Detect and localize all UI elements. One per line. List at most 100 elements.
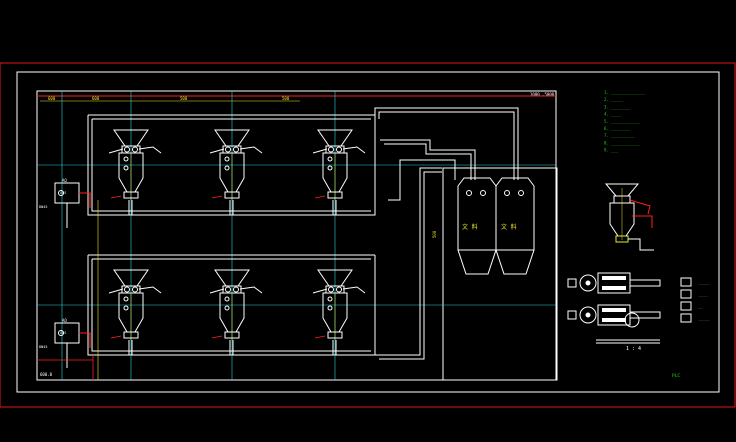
title-block-title: PLC <box>672 373 680 379</box>
piping-drawing <box>37 91 661 380</box>
ratio-label: 1 : 4 <box>626 346 641 352</box>
feeder-unit-r1c3-gauge-2 <box>327 165 333 171</box>
mech-wheel-1 <box>579 274 597 292</box>
silo-port-a-1 <box>466 190 472 196</box>
mech-hub-1 <box>585 280 591 286</box>
feeder-unit-r1c2-red-link <box>211 195 223 199</box>
ref-tag-label: 1000 ,5000 <box>530 92 555 97</box>
corner-label: 600.0 <box>40 372 53 377</box>
feeder-unit-r2c3-valve-b <box>336 286 342 293</box>
controller-red-lead-1 <box>79 192 91 208</box>
feeder-unit-r1c2-gauge-2 <box>224 165 230 171</box>
feeder-unit-r2c3-outlet <box>327 331 343 339</box>
pipe-loop-top-outer <box>87 115 376 216</box>
legend-block: ________________ <box>680 277 711 323</box>
mech-flange-2 <box>567 310 577 320</box>
feeder-unit-r1c3-valve-a <box>328 146 334 153</box>
legend-label-2: ____ <box>698 292 708 297</box>
legend-label-1: _____ <box>698 280 711 285</box>
legend-swatch-3 <box>680 301 692 311</box>
feeder-unit-r2c3-gauge-1 <box>327 296 333 302</box>
feeder-unit-r2c2-branch <box>239 286 263 294</box>
side-tag-top: DN45 <box>39 205 47 209</box>
feeder-unit-r2c2-valve-b <box>233 286 239 293</box>
mech-detail-disc <box>624 312 640 328</box>
feeder-unit-r1c1-outlet <box>123 191 139 199</box>
main-plan-frame <box>36 90 557 381</box>
feeder-unit-r1c1-valve-b <box>132 146 138 153</box>
feeder-unit-r2c2-valve-a <box>225 286 231 293</box>
mech-hub-2 <box>585 312 591 318</box>
main-line-4 <box>384 143 472 180</box>
main-line-2 <box>378 111 515 180</box>
legend-label-4: _____ <box>698 316 711 321</box>
mech-flange-1 <box>567 278 577 288</box>
dim-label-3: 500 <box>180 96 188 101</box>
feeder-unit-r2c1-red-link <box>110 335 122 339</box>
silo-port-a-2 <box>504 190 510 196</box>
feeder-unit-r2c1-valve-b <box>132 286 138 293</box>
silo-label-1: 文 料 <box>462 223 478 231</box>
dim-label-2: 600 <box>92 96 100 101</box>
legend-swatch-1 <box>680 277 692 287</box>
sensor-tag-top: AO <box>62 178 67 183</box>
detail-red-branch <box>629 199 651 215</box>
main-line-3 <box>380 139 476 180</box>
feeder-unit-r1c1-gauge-2 <box>123 165 129 171</box>
feeder-unit-r1c1-valve-a <box>124 146 130 153</box>
mech-shaft-2 <box>629 311 661 319</box>
feeder-unit-r2c2-gauge-1 <box>224 296 230 302</box>
dim-label-side: 500 <box>432 230 437 238</box>
feeder-unit-r1c1-branch <box>138 146 162 154</box>
feeder-unit-r1c2-branch <box>239 146 263 154</box>
feeder-unit-r2c3-red-link <box>314 335 326 339</box>
feeder-unit-r1c3-gauge-1 <box>327 156 333 162</box>
note-line-9: 9. ___ <box>604 148 619 153</box>
notes-block: 1. ______________2. _____3. ________4. _… <box>604 90 646 153</box>
feeder-unit-r2c2-branch-left <box>209 288 225 294</box>
main-line-5 <box>388 159 456 201</box>
silo-label-2: 文 料 <box>501 223 517 231</box>
pipe-loop-bottom-outer <box>87 255 376 356</box>
sensor-tag-bottom: AO <box>62 318 67 323</box>
dim-label-1: 600 <box>48 96 56 101</box>
feeder-unit-r2c3-branch-left <box>312 288 328 294</box>
controller-red-lead-2 <box>79 332 91 348</box>
main-line-1 <box>374 107 519 180</box>
note-line-6: 6. ________ <box>604 126 631 131</box>
detail-red-lead <box>632 215 653 228</box>
note-line-2: 2. _____ <box>604 97 624 102</box>
feeder-unit-r1c3-red-link <box>314 195 326 199</box>
detail-outlet-pipe <box>628 238 654 251</box>
legend-swatch-2 <box>680 289 692 299</box>
note-line-5: 5. ____________ <box>604 119 641 124</box>
legend-label-3: __ <box>698 304 703 309</box>
feeder-unit-r1c1-red-link <box>110 195 122 199</box>
feeder-unit-r1c1-branch-left <box>108 148 124 154</box>
feeder-unit-r2c3-valve-a <box>328 286 334 293</box>
mech-shaft-1 <box>629 279 661 287</box>
feeder-unit-r1c3-branch-left <box>312 148 328 154</box>
feeder-unit-r2c2-red-link <box>211 335 223 339</box>
feeder-unit-r2c1-branch-left <box>108 288 124 294</box>
feeder-unit-r1c2-valve-b <box>233 146 239 153</box>
side-tag-bottom: DN45 <box>39 345 47 349</box>
feeder-unit-r1c2-branch-left <box>209 148 225 154</box>
feeder-unit-r2c1-gauge-2 <box>123 305 129 311</box>
pipe-loop-inner-top-outer <box>91 119 371 212</box>
note-line-1: 1. ______________ <box>604 90 646 95</box>
feeder-unit-r2c3-gauge-2 <box>327 305 333 311</box>
drawing-outer-border <box>0 62 736 408</box>
controller-gauge-2 <box>58 330 64 336</box>
note-line-7: 7. __________ <box>604 133 636 138</box>
feeder-unit-r2c2-outlet <box>224 331 240 339</box>
feeder-unit-r1c2-outlet <box>224 191 240 199</box>
legend-swatch-4 <box>680 313 692 323</box>
note-line-8: 8. ____________ <box>604 140 641 145</box>
feeder-unit-r2c3-branch <box>342 286 366 294</box>
main-line-6 <box>375 167 442 356</box>
dim-label-4: 500 <box>282 96 290 101</box>
feeder-unit-r1c3-outlet <box>327 191 343 199</box>
feeder-unit-r1c1-gauge-1 <box>123 156 129 162</box>
